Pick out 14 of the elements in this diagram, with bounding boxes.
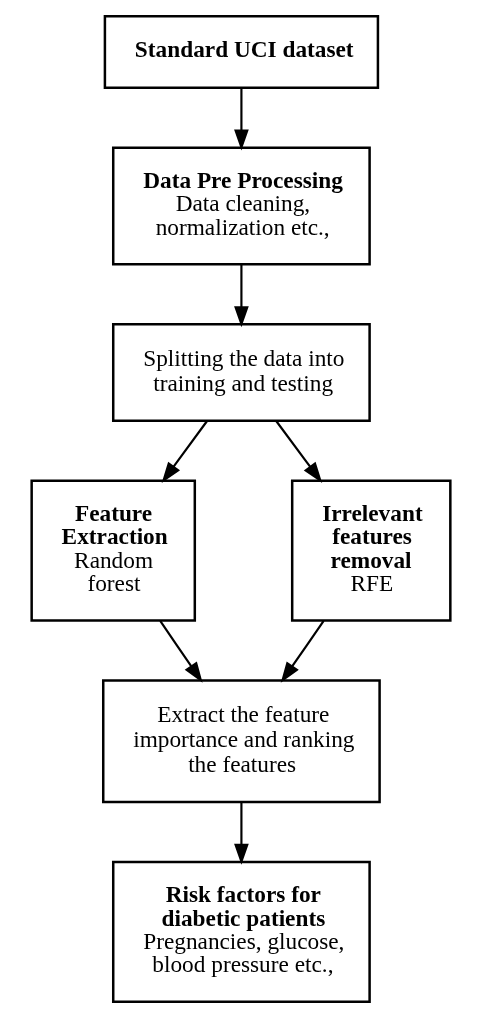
arrow [275, 419, 323, 483]
arrow [234, 263, 249, 327]
arrow [161, 419, 208, 483]
node-box: Irrelevant features removal RFE [290, 478, 452, 622]
arrow [159, 619, 203, 683]
node-box: Risk factors for diabetic patients Pregnancies, glucose, blood pressure etc., [112, 860, 371, 1003]
node-box: Standard UCI dataset [103, 14, 380, 89]
arrow [234, 801, 249, 865]
node-box: Data Pre Processing Data cleaning, normalization etc., [112, 146, 371, 266]
node-box: Feature Extraction Random forest [30, 478, 197, 622]
node-box: Extract the feature importance and ranking the features [102, 678, 381, 803]
arrow [280, 619, 325, 683]
node-box: Splitting the data into training and testing [112, 322, 371, 422]
arrow [234, 87, 249, 151]
